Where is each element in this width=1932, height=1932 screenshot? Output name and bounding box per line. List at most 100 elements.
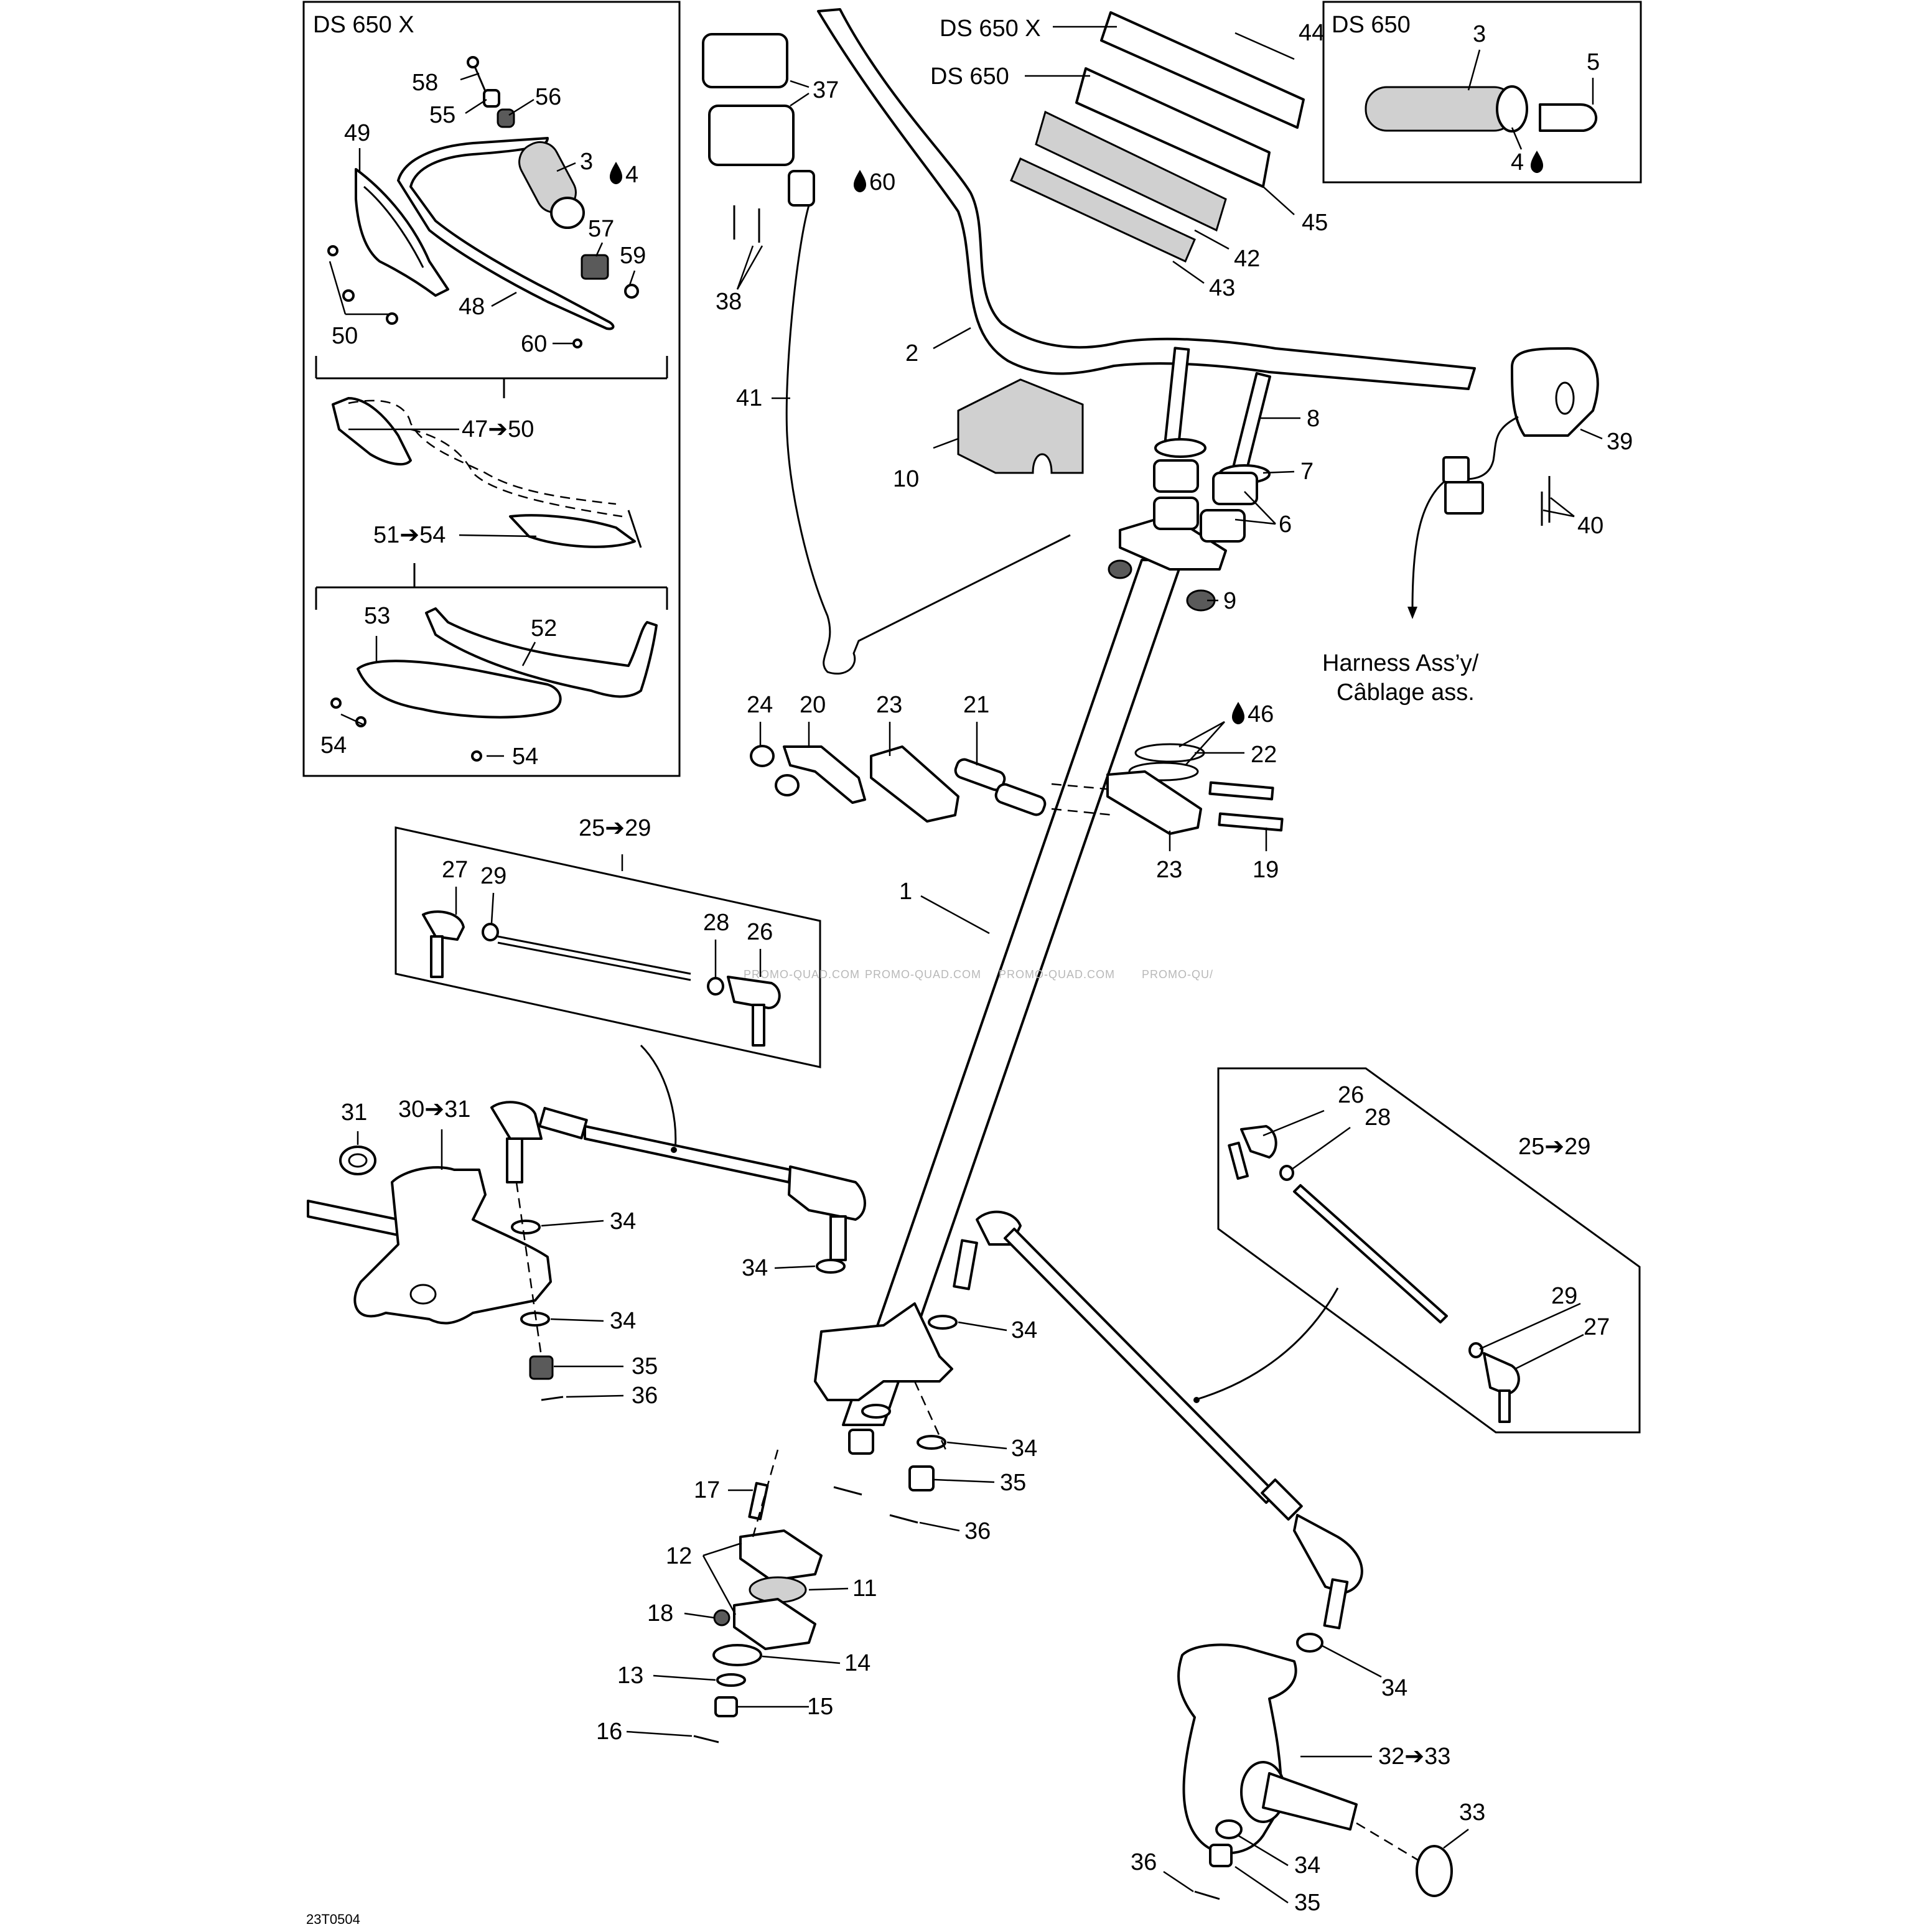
callout-28: 28 <box>1365 1104 1391 1131</box>
callout-54: 54 <box>512 744 538 770</box>
tie-rod-shaft-inset <box>497 935 691 975</box>
callout-50: 50 <box>332 323 358 349</box>
pad-44 <box>1100 11 1305 129</box>
callout-26: 26 <box>747 919 773 945</box>
tie-rod-shaft-inset-right <box>1293 1184 1448 1323</box>
handlebar <box>817 8 1476 390</box>
callout-23: 23 <box>1156 857 1182 883</box>
callout-46: 46 <box>1248 701 1274 727</box>
pad-42 <box>1035 110 1227 232</box>
drawing-number: 23T0504 <box>306 1911 360 1927</box>
callout-31: 31 <box>341 1099 367 1126</box>
callout-41: 41 <box>736 385 762 411</box>
spindle-left-group <box>307 1146 564 1401</box>
clamp-6a <box>1153 459 1199 493</box>
nut-35d <box>1209 1844 1233 1867</box>
sleeve-21b <box>994 783 1047 816</box>
spacer-55 <box>483 89 500 108</box>
axis-dash-left <box>515 1182 543 1357</box>
callout-35: 35 <box>1294 1890 1320 1916</box>
clamp-23a <box>870 745 959 823</box>
callout-34: 34 <box>610 1308 636 1334</box>
watermark: PROMO-QU/ <box>1142 968 1213 981</box>
axis-dash-column <box>913 1381 947 1450</box>
tie-rod-end-right-outer <box>1293 1514 1363 1594</box>
tie-rod-nut-left <box>538 1106 588 1140</box>
leader-lines <box>329 26 1603 1904</box>
grip-end <box>550 197 585 229</box>
lubricant-icon <box>610 162 622 184</box>
steering-column-group <box>814 347 1271 1426</box>
tie-rod-inset-left <box>422 910 781 1152</box>
callout-57: 57 <box>588 216 614 242</box>
washer-13 <box>716 1673 746 1687</box>
callout-35: 35 <box>1000 1470 1026 1496</box>
variant-labels: DS 650 X DS 650 DS 650 X DS 650 Harness … <box>306 12 1479 1927</box>
nut-60 <box>572 338 582 348</box>
callout-49: 49 <box>344 120 370 146</box>
tie-rod-inset-right <box>1194 1125 1520 1423</box>
tie-rod-shaft-inset-2 <box>497 941 691 981</box>
handlebar-group <box>702 8 1476 675</box>
screw-50c <box>386 312 398 325</box>
nut-54 <box>471 750 482 762</box>
callout-26: 26 <box>1338 1082 1364 1108</box>
ds650-grip-box <box>1322 1 1642 184</box>
callout-27: 27 <box>442 857 468 883</box>
rod-end-stud-27b <box>1498 1389 1511 1423</box>
handguard-bar-dashed <box>348 399 617 505</box>
callout-34: 34 <box>1011 1317 1037 1343</box>
axis-dash-right <box>1356 1822 1419 1862</box>
callout-12: 12 <box>666 1543 692 1569</box>
lubricant-icon <box>1232 702 1244 724</box>
callout-15: 15 <box>807 1694 833 1720</box>
tie-rod-box-left <box>394 826 821 1068</box>
flange-12b <box>733 1598 816 1650</box>
bolt-19a <box>1208 781 1274 801</box>
screw-50a <box>327 245 338 256</box>
inset-pointer-right <box>1194 1287 1339 1401</box>
throttle-cable-41 <box>785 205 1071 675</box>
column-lower-bracket <box>814 1302 953 1401</box>
callout-47-50: 47➔50 <box>462 416 534 442</box>
callout-21: 21 <box>963 692 989 718</box>
plate-20 <box>783 745 866 804</box>
callout-8: 8 <box>1307 406 1320 432</box>
callout-34: 34 <box>1011 1435 1037 1462</box>
callout-36: 36 <box>964 1518 991 1544</box>
callout-54: 54 <box>320 732 347 758</box>
callout-4: 4 <box>625 162 638 188</box>
part-callouts: 58 55 56 49 3 4 57 59 48 50 60 47➔50 51➔… <box>320 20 1633 1916</box>
washer-33 <box>1416 1845 1453 1897</box>
callout-11: 11 <box>852 1575 877 1602</box>
cotter-16 <box>693 1735 719 1743</box>
callout-19: 19 <box>1253 857 1279 883</box>
nut-9a <box>1108 559 1132 579</box>
tie-rod-box-right <box>1217 1067 1641 1434</box>
tie-rod-end-left-outer <box>490 1101 543 1140</box>
callout-28: 28 <box>703 910 729 936</box>
clamp-6c <box>1153 497 1199 530</box>
clamp-57 <box>581 254 609 280</box>
nut-29a <box>482 923 499 941</box>
harness-wire <box>1465 416 1519 480</box>
callout-53: 53 <box>364 603 390 629</box>
handguard-upper-group <box>327 56 639 348</box>
switch-37-lower <box>708 105 795 166</box>
callout-56: 56 <box>535 84 561 110</box>
clamp-6d <box>1200 509 1246 543</box>
tie-rod-end-left-inner <box>788 1165 866 1221</box>
sleeve-21a <box>954 758 1006 791</box>
callout-44: 44 <box>1299 20 1325 46</box>
tie-rod-shaft-left <box>584 1125 791 1183</box>
callout-7: 7 <box>1300 459 1314 485</box>
callout-33: 33 <box>1459 1799 1485 1826</box>
lubricant-icon <box>1531 151 1543 173</box>
connector-b <box>1444 481 1484 515</box>
washer-34a <box>511 1220 541 1234</box>
harness-note-line1: Harness Ass’y/ <box>1322 650 1479 676</box>
tie-rod-stud-left-inner <box>829 1215 847 1261</box>
callout-3: 3 <box>580 149 593 175</box>
callout-39: 39 <box>1607 429 1633 455</box>
watermark: PROMO-QUAD.COM <box>865 968 981 981</box>
